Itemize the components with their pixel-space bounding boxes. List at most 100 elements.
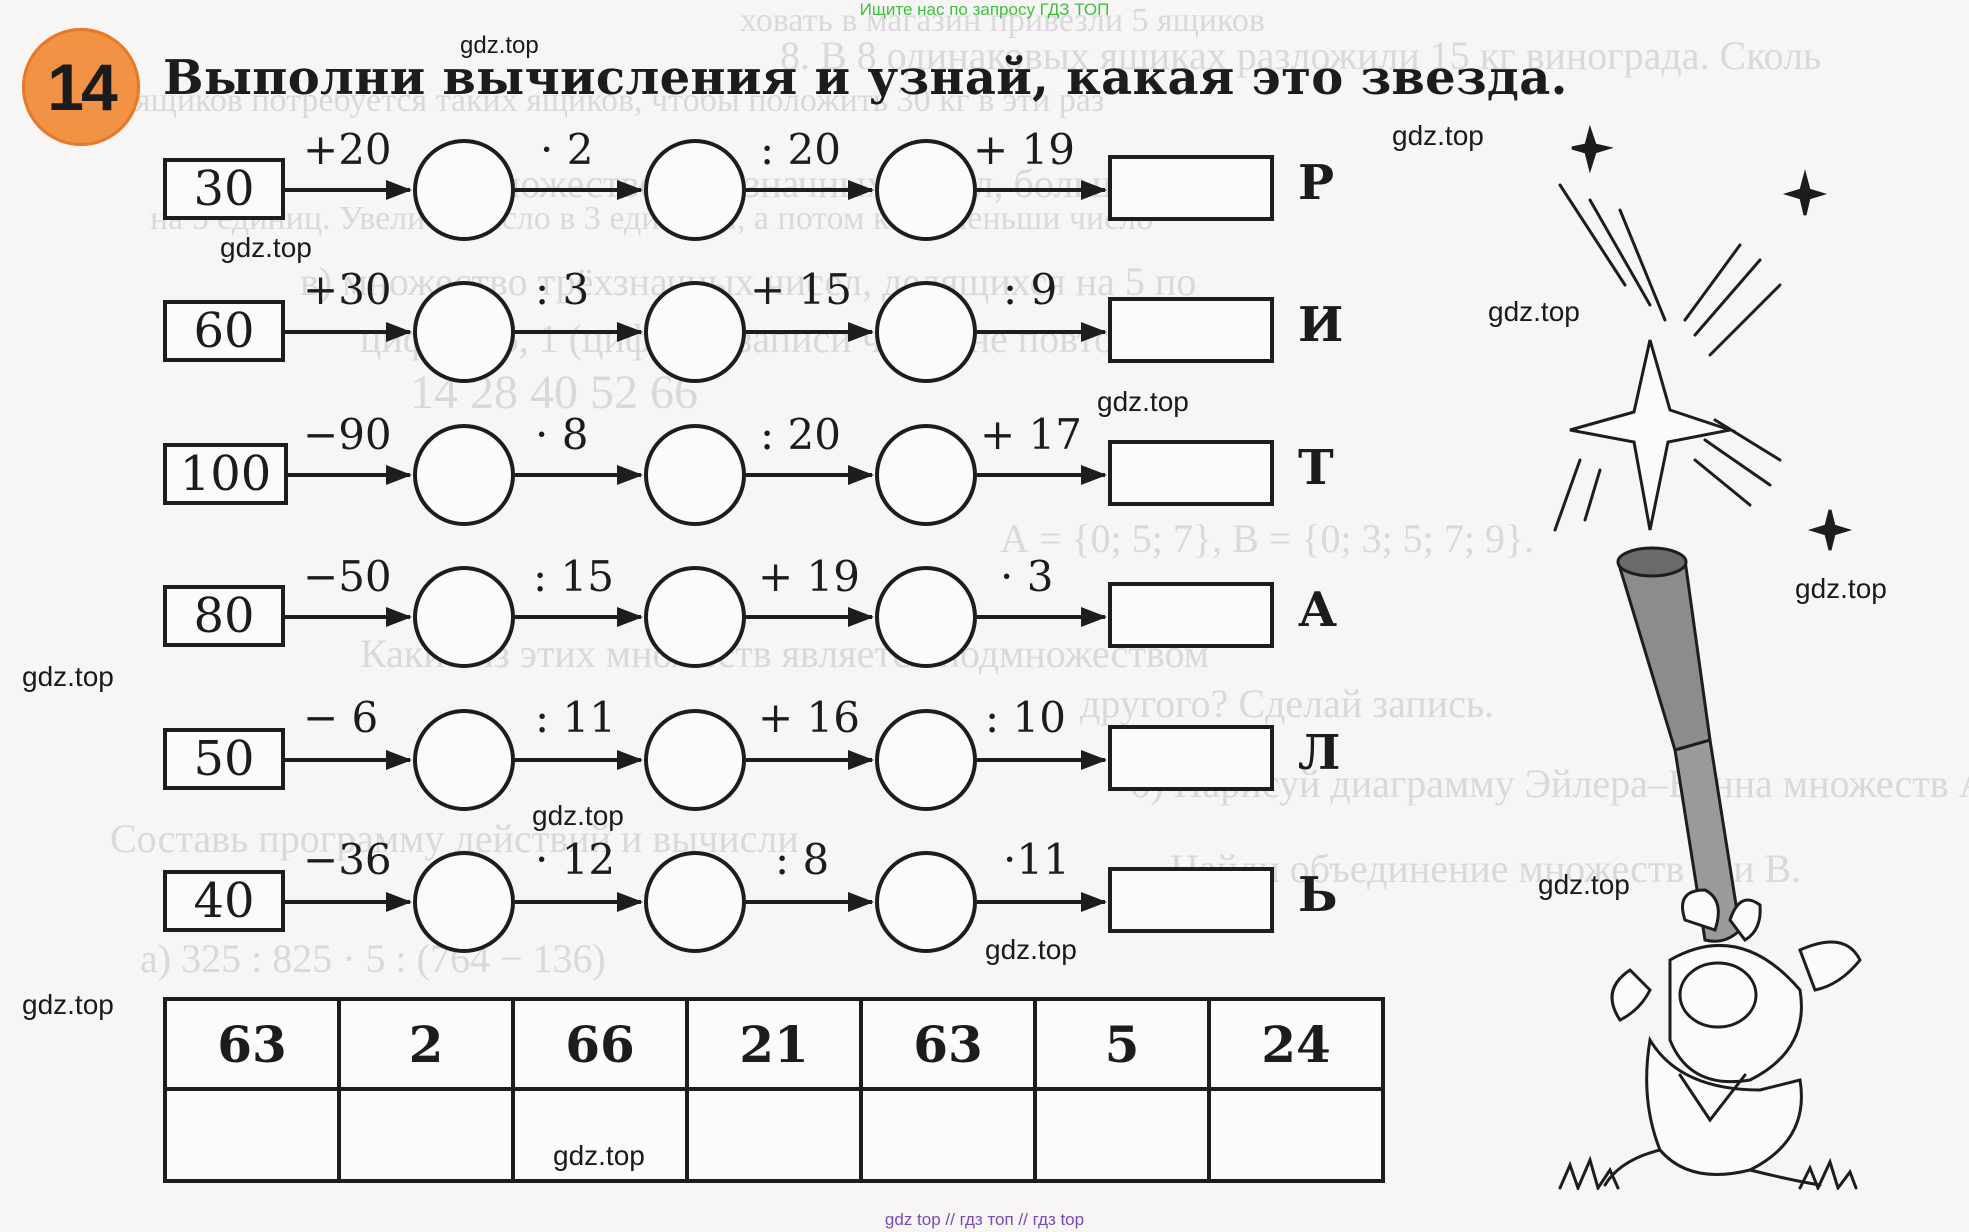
chain-row: − 6 : 11 + 16 : 10 50 Л	[0, 693, 1500, 835]
answer-box[interactable]	[1108, 867, 1274, 933]
answer-letter: Л	[1298, 725, 1341, 781]
result-circle[interactable]	[413, 424, 515, 526]
watermark-text: gdz.top	[1097, 386, 1189, 417]
answer-letter: И	[1298, 297, 1344, 353]
answer-letter-cell[interactable]	[1207, 1087, 1385, 1183]
arrow	[285, 750, 412, 770]
result-circle[interactable]	[644, 709, 746, 811]
answer-box[interactable]	[1108, 155, 1274, 221]
operation-label: +30	[303, 265, 392, 314]
arrow	[515, 465, 643, 485]
arrow	[515, 180, 643, 200]
start-number-box: 40	[163, 870, 285, 932]
start-number-box: 60	[163, 300, 285, 362]
result-circle[interactable]	[644, 281, 746, 383]
result-circle[interactable]	[644, 566, 746, 668]
sparkle-icon	[1807, 509, 1853, 551]
answer-box[interactable]	[1108, 440, 1274, 506]
watermark-text: gdz.top	[1488, 296, 1580, 327]
answer-letter-cell[interactable]	[1033, 1087, 1211, 1183]
answer-number-cell: 21	[685, 997, 863, 1091]
start-number-box: 30	[163, 158, 285, 220]
answer-letter-cell[interactable]	[163, 1087, 341, 1183]
result-circle[interactable]	[875, 424, 977, 526]
answer-letter: Т	[1298, 440, 1334, 496]
answer-box[interactable]	[1108, 297, 1274, 363]
operation-label: : 9	[1003, 265, 1058, 314]
watermark-text: gdz.top	[220, 232, 312, 263]
watermark-text: gdz.top	[985, 934, 1077, 965]
watermark-text: gdz.top	[22, 661, 114, 692]
operation-label: + 16	[758, 693, 860, 742]
watermark-text: gdz.top	[532, 800, 624, 831]
arrow	[977, 892, 1107, 912]
arrow	[285, 322, 412, 342]
watermark-text: gdz.top	[1392, 120, 1484, 151]
telescope-icon	[1618, 554, 1712, 753]
operation-label: · 2	[540, 125, 594, 174]
answer-letter-cell[interactable]	[685, 1087, 863, 1183]
operation-label: : 20	[760, 410, 841, 459]
answer-box[interactable]	[1108, 582, 1274, 648]
operation-label: · 8	[535, 410, 589, 459]
result-circle[interactable]	[644, 424, 746, 526]
start-number-box: 80	[163, 585, 285, 647]
operation-label: + 15	[750, 265, 852, 314]
answer-number-cell: 24	[1207, 997, 1385, 1091]
result-circle[interactable]	[413, 851, 515, 953]
result-circle[interactable]	[875, 709, 977, 811]
operation-label: : 20	[760, 125, 841, 174]
answer-letter: Р	[1298, 155, 1335, 211]
watermark-text: gdz.top	[1538, 869, 1630, 900]
answer-box[interactable]	[1108, 725, 1274, 791]
arrow	[977, 607, 1107, 627]
chain-row: −90 · 8 : 20 + 17 100 Т	[0, 410, 1500, 550]
result-circle[interactable]	[413, 281, 515, 383]
answer-table: 63 2 66 21 63 5 24	[163, 997, 1385, 1183]
operation-label: + 17	[980, 410, 1082, 459]
chain-row: −36 · 12 : 8 ·11 40 Ь	[0, 835, 1500, 977]
result-circle[interactable]	[875, 566, 977, 668]
operation-label: + 19	[758, 552, 860, 601]
start-number-box: 100	[163, 443, 288, 505]
operation-label: −90	[303, 410, 392, 459]
arrow	[515, 607, 643, 627]
arrow	[515, 322, 643, 342]
answer-number-cell: 2	[337, 997, 515, 1091]
result-circle[interactable]	[413, 709, 515, 811]
answer-letter-cell[interactable]	[511, 1087, 689, 1183]
arrow	[515, 892, 643, 912]
result-circle[interactable]	[413, 566, 515, 668]
operation-label: −50	[303, 552, 392, 601]
operation-label: : 8	[775, 835, 830, 884]
arrow	[977, 750, 1107, 770]
result-circle[interactable]	[875, 139, 977, 241]
pig-telescope-illustration	[1553, 124, 1862, 1190]
arrow	[746, 180, 874, 200]
result-circle[interactable]	[413, 139, 515, 241]
search-hint-banner[interactable]: Ищите нас по запросу ГДЗ ТОП	[859, 0, 1110, 19]
sparkle-icon	[1782, 169, 1828, 216]
watermark-text: gdz.top	[1795, 573, 1887, 604]
arrow	[285, 607, 412, 627]
chain-row: −50 : 15 + 19 · 3 80 А	[0, 552, 1500, 692]
operation-label: ·11	[1003, 835, 1070, 884]
star-icon	[1569, 339, 1736, 531]
chain-row: +30 : 3 + 15 : 9 60 И	[0, 265, 1500, 407]
result-circle[interactable]	[875, 851, 977, 953]
task-number-badge: 14	[22, 28, 140, 146]
result-circle[interactable]	[644, 139, 746, 241]
watermark-text: gdz.top	[553, 1140, 645, 1171]
result-circle[interactable]	[875, 281, 977, 383]
answer-number-cell: 63	[163, 997, 341, 1091]
answer-letter-cell[interactable]	[337, 1087, 515, 1183]
arrow	[746, 322, 874, 342]
answer-letter: А	[1298, 582, 1338, 638]
result-circle[interactable]	[644, 851, 746, 953]
answer-number-cell: 5	[1033, 997, 1211, 1091]
operation-label: · 3	[1000, 552, 1054, 601]
answer-letter-cell[interactable]	[859, 1087, 1037, 1183]
chain-row: +20 · 2 : 20 + 19 30 Р	[0, 125, 1500, 265]
operation-label: : 11	[535, 693, 616, 742]
footer-links[interactable]: gdz top // гдз топ // гдз top	[884, 1210, 1085, 1229]
